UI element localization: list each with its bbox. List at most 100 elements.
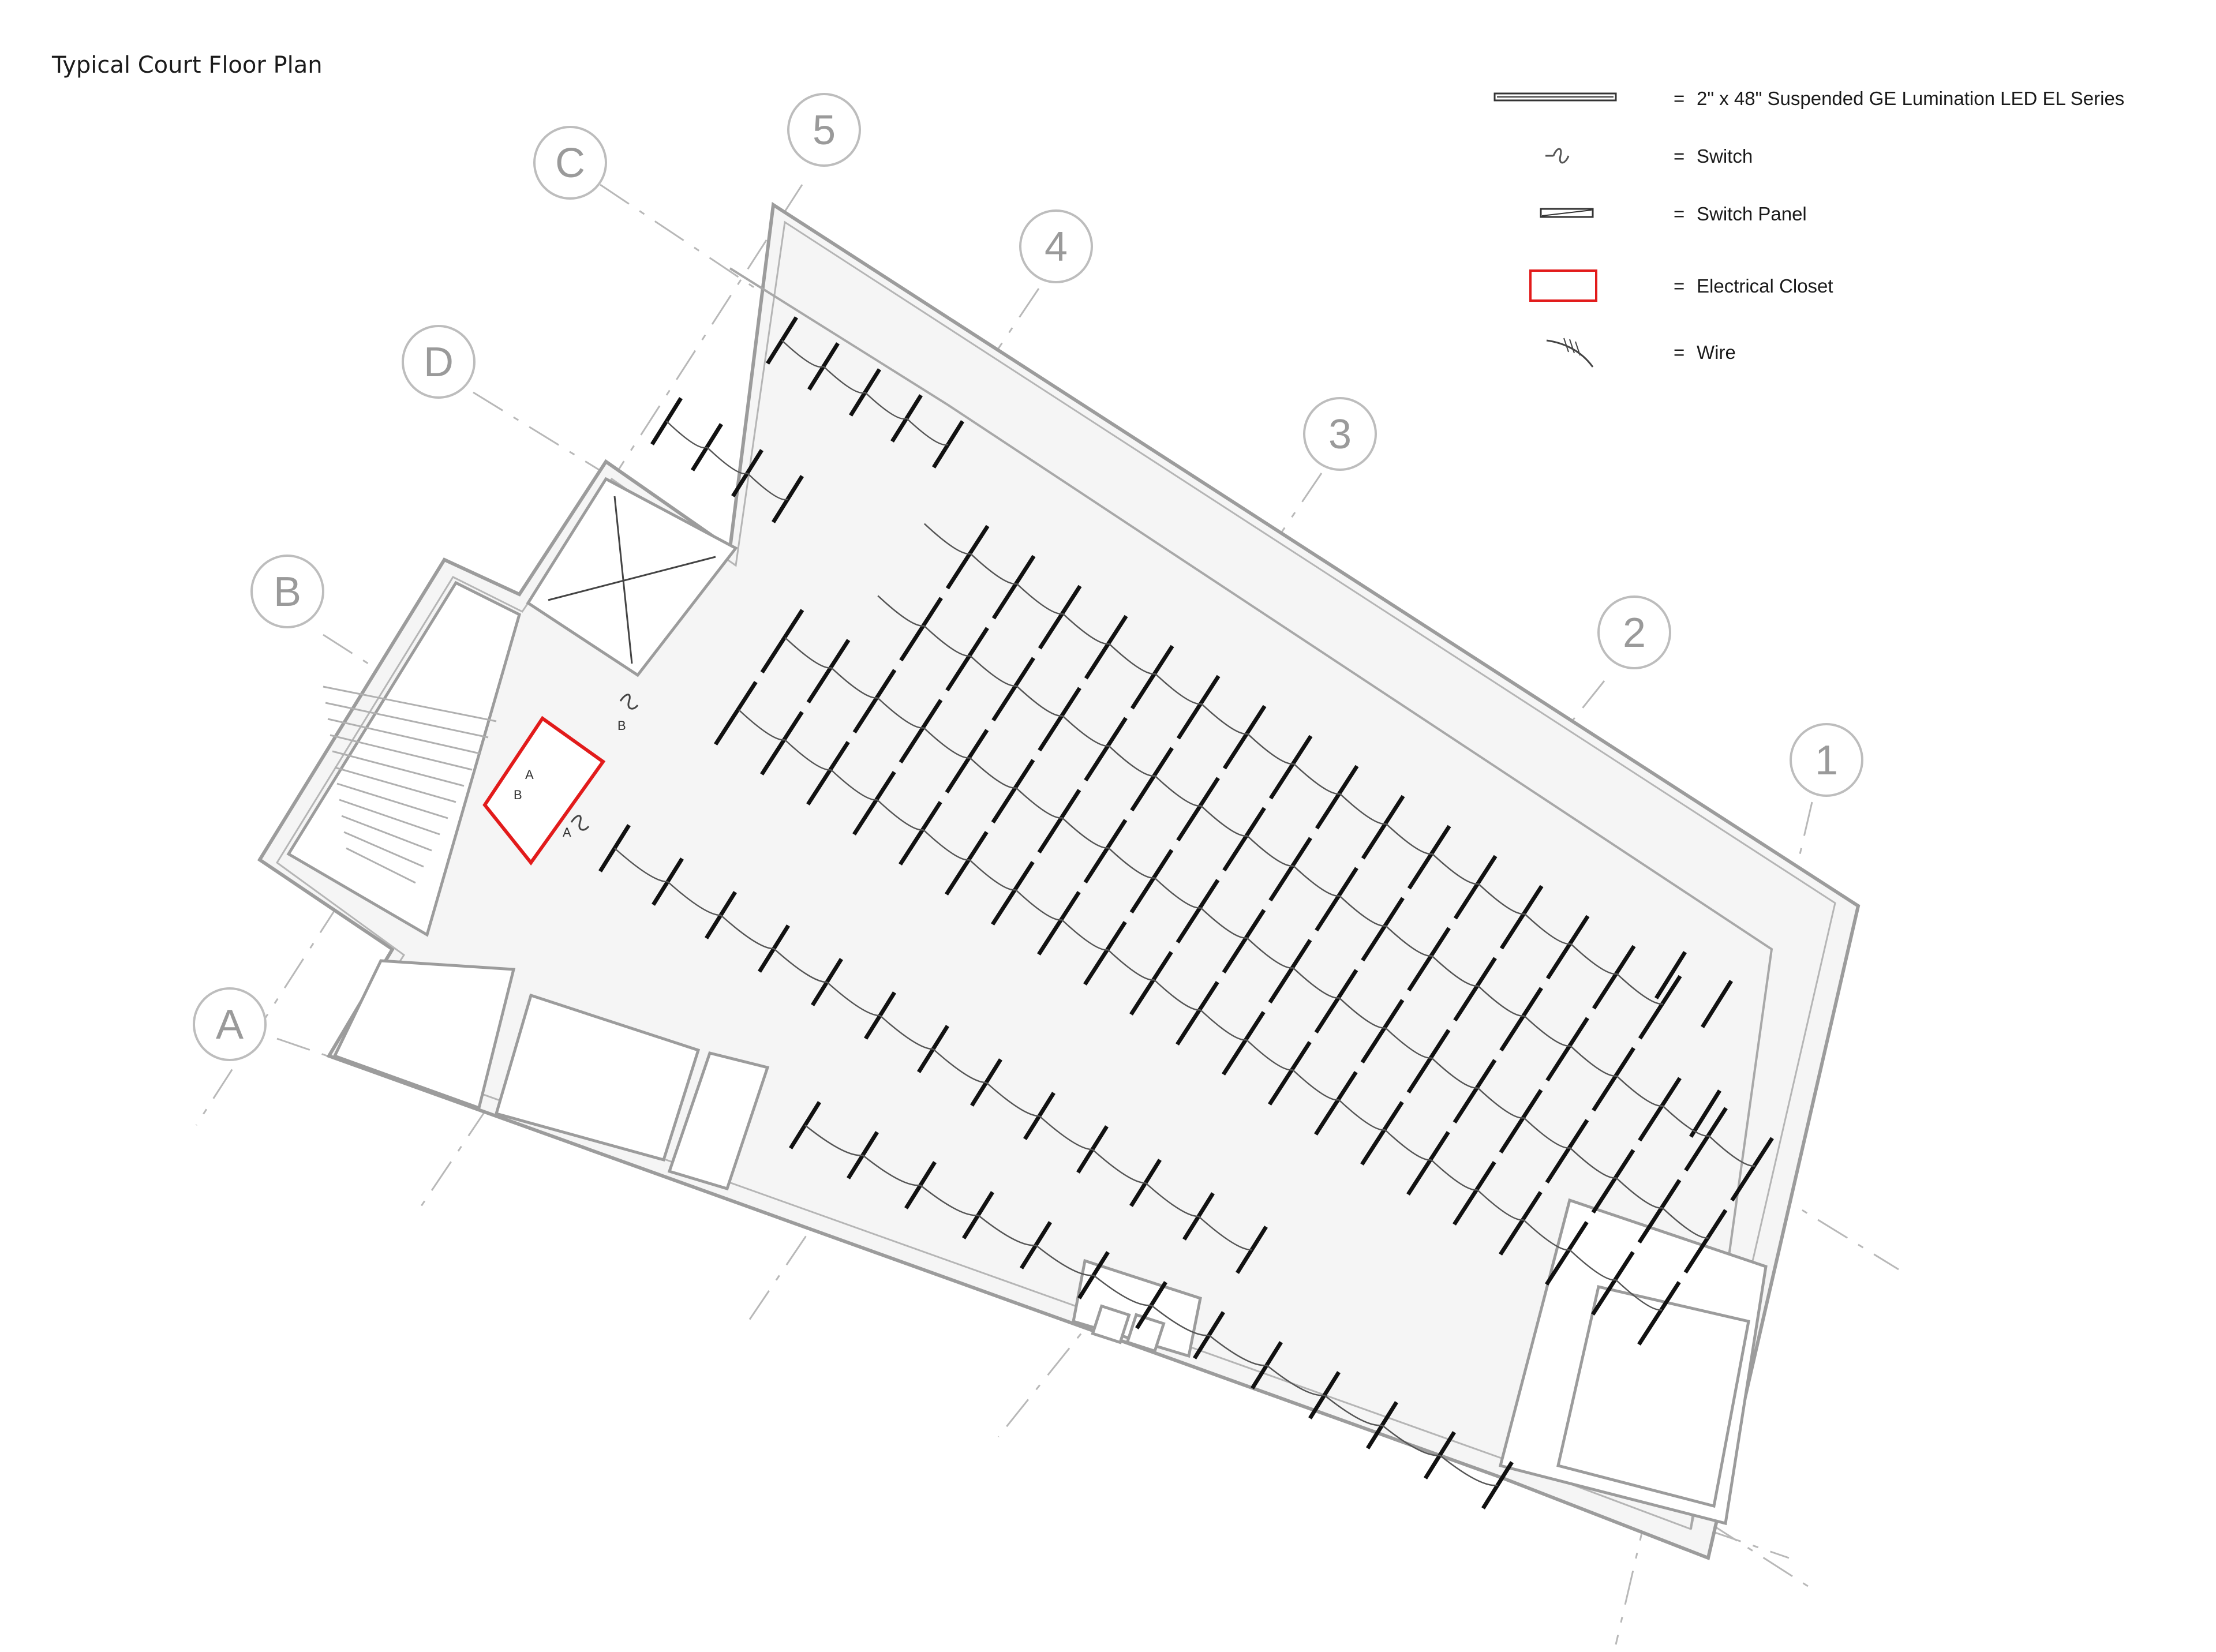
led-fixture xyxy=(1689,1089,1721,1138)
wire xyxy=(1431,1057,1478,1089)
grid-bubble-2: 2 xyxy=(1597,595,1671,669)
led-fixture xyxy=(1314,1071,1358,1136)
electrical-closet: A B xyxy=(482,716,606,866)
entry-door-left xyxy=(1091,1304,1131,1344)
led-fixture xyxy=(806,639,851,704)
switch-icon xyxy=(1545,148,1570,164)
grid-bubble-3: 3 xyxy=(1303,397,1377,471)
wire xyxy=(666,421,708,449)
room-lower-1 xyxy=(332,959,516,1110)
led-fixture xyxy=(899,699,943,764)
led-fixture xyxy=(991,657,1035,722)
legend-item-electrical-closet: = Electrical Closet xyxy=(1489,268,2204,303)
legend-label: Switch xyxy=(1697,145,1753,167)
wire xyxy=(1246,733,1294,765)
led-fixture xyxy=(1315,867,1358,932)
grid-bubble-1: 1 xyxy=(1790,723,1863,797)
room-lower-3 xyxy=(667,1051,770,1191)
wire xyxy=(1266,1365,1325,1396)
wire xyxy=(1108,643,1156,675)
led-fixture xyxy=(1176,675,1221,740)
wire xyxy=(720,915,774,950)
led-fixture xyxy=(1361,897,1405,962)
wire xyxy=(1035,1245,1094,1276)
led-fixture xyxy=(1083,921,1127,986)
led-fixture xyxy=(1129,951,1173,1016)
led-fixture xyxy=(1654,951,1687,999)
led-fixture xyxy=(1637,1179,1682,1244)
wire xyxy=(864,392,907,420)
led-fixture xyxy=(1222,807,1266,872)
wire xyxy=(1615,1177,1663,1209)
led-fixture xyxy=(1130,747,1174,812)
wire xyxy=(1382,1425,1440,1456)
switch-label: A xyxy=(525,767,534,782)
room-lower-right-inner xyxy=(1556,1284,1750,1508)
wire xyxy=(1200,1009,1247,1041)
legend-item-wire: = Wire xyxy=(1489,335,2204,369)
wire xyxy=(1385,823,1433,855)
stair-tread xyxy=(346,847,416,884)
led-fixture xyxy=(1406,1131,1450,1196)
wire xyxy=(1092,1149,1146,1184)
wire xyxy=(1662,1105,1709,1137)
led-fixture xyxy=(1637,1281,1681,1346)
electrical-closet-icon xyxy=(1529,269,1597,302)
wire xyxy=(1523,1117,1570,1149)
elevator-shaft xyxy=(526,477,738,677)
led-fixture xyxy=(1222,1011,1266,1076)
wire xyxy=(830,667,878,699)
wire xyxy=(1108,745,1155,777)
grid-bubble-c: C xyxy=(533,126,607,200)
led-fixture xyxy=(945,627,989,692)
led-fixture xyxy=(1545,1017,1589,1082)
grid-bubble-5: 5 xyxy=(787,93,861,167)
switch-panel-icon xyxy=(1540,208,1594,218)
led-fixture xyxy=(1683,1209,1728,1274)
led-fixture xyxy=(991,555,1036,620)
stair-room xyxy=(286,580,521,937)
wire xyxy=(920,1185,979,1216)
lower-rooms xyxy=(332,959,1768,1526)
led-fixture xyxy=(1499,885,1544,950)
stair-tread xyxy=(341,815,432,852)
wire xyxy=(1154,979,1201,1011)
wire xyxy=(923,829,970,861)
led-fixture xyxy=(1406,1029,1451,1094)
grid-label-a: A xyxy=(216,1002,244,1048)
wire xyxy=(1338,1099,1386,1131)
wire xyxy=(1246,937,1293,969)
wire xyxy=(823,366,866,394)
led-fixture xyxy=(1176,981,1219,1046)
wire xyxy=(969,655,1017,687)
led-fixture xyxy=(991,861,1035,926)
wire xyxy=(804,1125,863,1156)
wire xyxy=(923,523,971,555)
led-fixture xyxy=(1499,1191,1543,1256)
legend-label: Switch Panel xyxy=(1697,203,1807,224)
wire xyxy=(1107,949,1155,981)
led-fixture xyxy=(945,729,989,794)
led-fixture xyxy=(1360,1101,1404,1166)
wire xyxy=(1016,685,1063,717)
led-fixture xyxy=(1638,1077,1682,1142)
wire xyxy=(1570,1045,1617,1077)
grid-label-5: 5 xyxy=(813,107,836,153)
switch-icon xyxy=(570,815,590,831)
room-lower-2 xyxy=(494,993,701,1162)
led-fixture xyxy=(1453,1161,1496,1226)
wire xyxy=(1431,1159,1478,1191)
wire xyxy=(1200,703,1248,735)
legend-equals: = xyxy=(1674,275,1685,297)
led-fixture xyxy=(1592,1047,1635,1112)
wire xyxy=(1324,1395,1383,1426)
wire xyxy=(1208,1335,1267,1366)
wire xyxy=(1523,913,1571,945)
wire xyxy=(1292,967,1339,999)
wire xyxy=(1015,889,1062,921)
led-fixture xyxy=(1314,969,1358,1034)
grid-label-2: 2 xyxy=(1623,610,1646,656)
wire xyxy=(1292,1069,1339,1101)
wire xyxy=(1477,985,1525,1017)
